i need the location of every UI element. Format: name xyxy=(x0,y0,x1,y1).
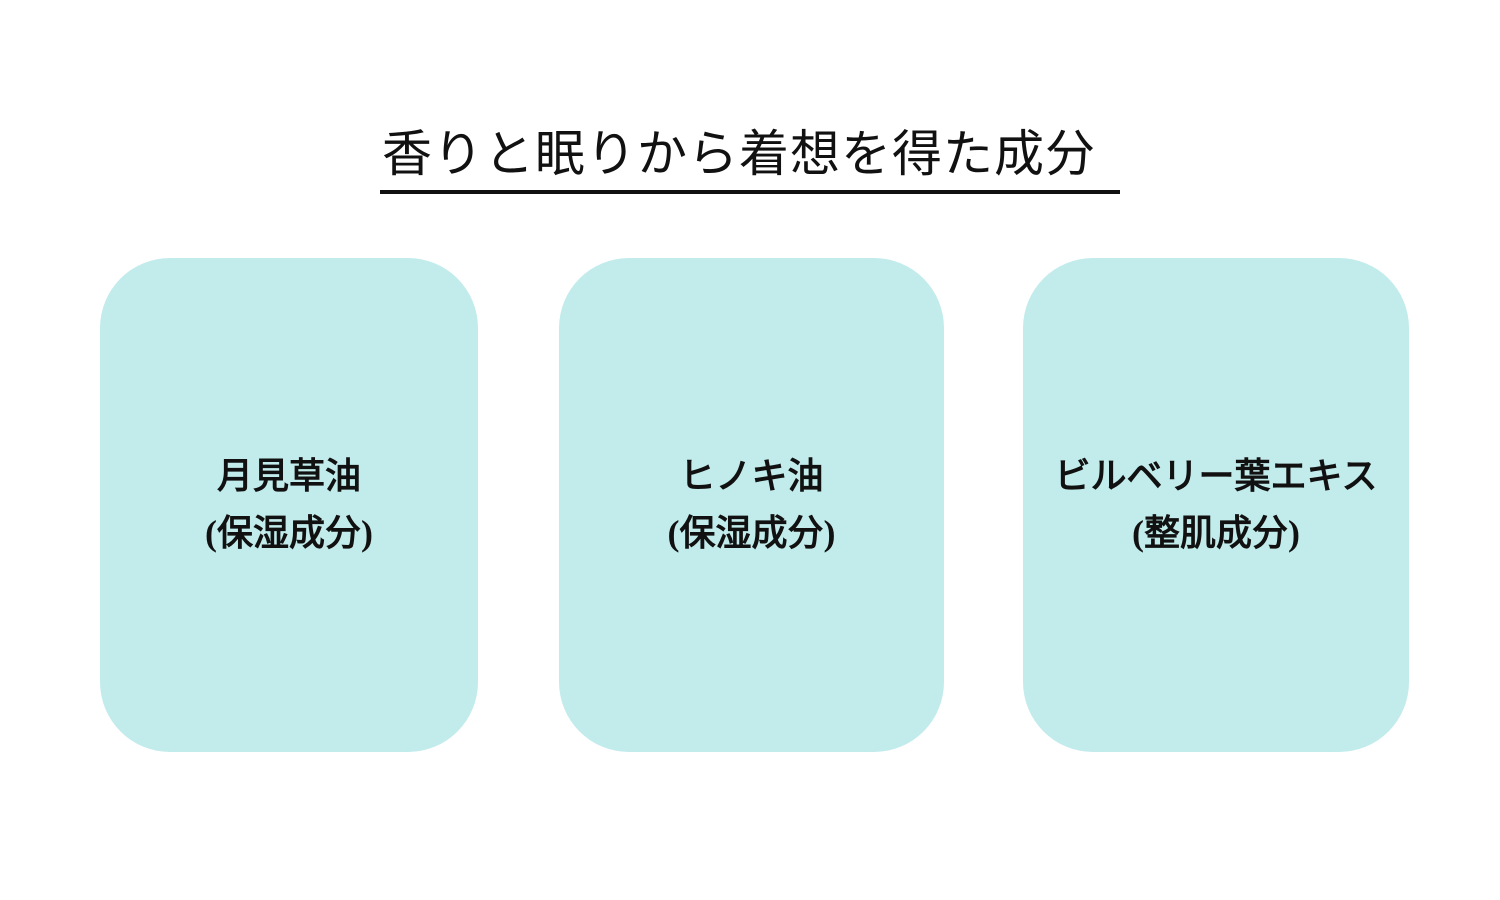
ingredient-card: ビルベリー葉エキス (整肌成分) xyxy=(1023,258,1409,752)
ingredient-name: ビルベリー葉エキス xyxy=(1054,456,1378,497)
page-title: 香りと眠りから着想を得た成分 xyxy=(0,126,1500,194)
ingredient-note: (保湿成分) xyxy=(667,513,836,553)
page-title-text: 香りと眠りから着想を得た成分 xyxy=(380,126,1120,194)
ingredient-note: (保湿成分) xyxy=(205,513,373,553)
ingredient-name: 月見草油 xyxy=(216,456,361,497)
ingredient-name: ヒノキ油 xyxy=(679,456,824,497)
ingredient-note: (整肌成分) xyxy=(1132,513,1300,553)
ingredient-card: 月見草油 (保湿成分) xyxy=(100,258,478,752)
ingredient-card: ヒノキ油 (保湿成分) xyxy=(559,258,944,752)
